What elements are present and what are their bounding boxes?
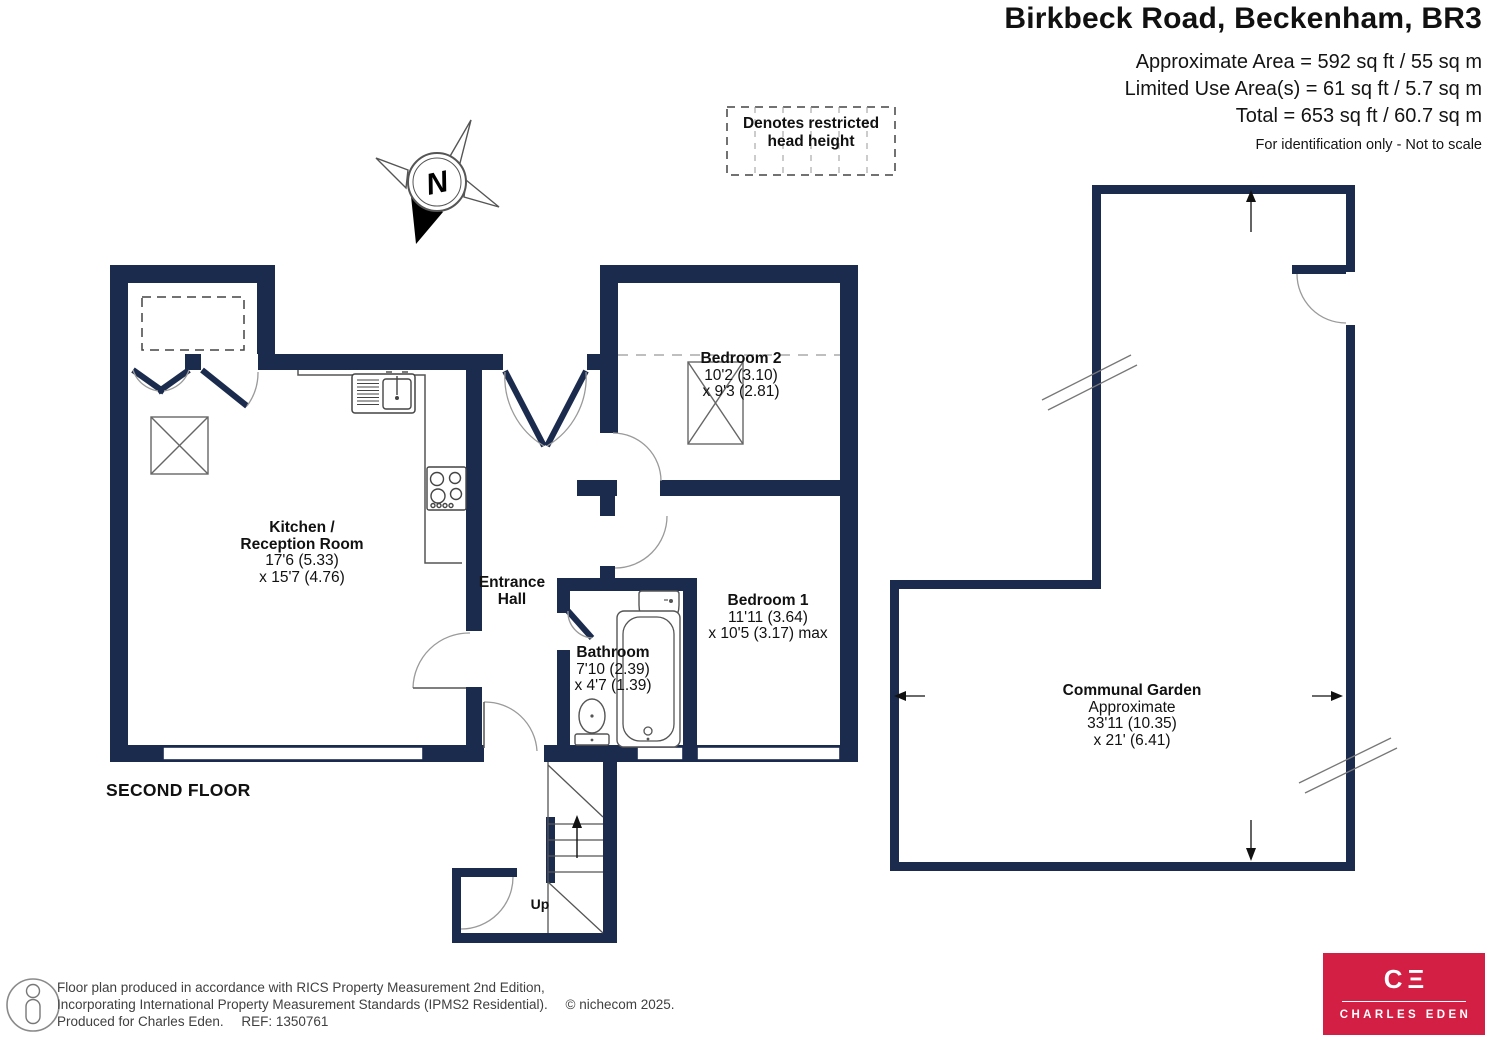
garden-break-lines [1041, 354, 1398, 794]
logo-name: CHARLES EDEN [1339, 1009, 1472, 1021]
logo-mark: CΞ [1383, 964, 1430, 994]
room-label-bathroom: Bathroom 7'10 (2.39) x 4'7 (1.39) [574, 644, 652, 695]
garden [890, 185, 1398, 871]
door-leaf-lines [413, 687, 485, 748]
stairs [452, 762, 617, 943]
footer-copyright: © nichecom 2025. [565, 997, 675, 1012]
compass-rose: N [375, 119, 500, 244]
room-name: Bedroom 1 [727, 592, 809, 609]
bathroom-fixtures [574, 590, 681, 748]
room-label-entrance-hall: Entrance Hall [478, 574, 546, 608]
windows [162, 743, 841, 764]
stairs-up-label: Up [530, 896, 550, 912]
limited-use-area: Limited Use Area(s) = 61 sq ft / 5.7 sq … [1124, 78, 1482, 100]
room-label-kitchen: Kitchen / Reception Room 17'6 (5.33) x 1… [240, 519, 364, 586]
stairs-up-arrow [572, 815, 582, 858]
room-dims: 7'10 (2.39) x 4'7 (1.39) [574, 660, 652, 694]
hall-door-gap [484, 743, 544, 764]
area-summary: Approximate Area = 592 sq ft / 55 sq m L… [1004, 49, 1482, 130]
room-dims: 17'6 (5.33) x 15'7 (4.76) [259, 552, 345, 586]
kitchen-counter [297, 370, 462, 564]
total-area: Total = 653 sq ft / 60.7 sq m [1235, 105, 1482, 127]
garden-name: Communal Garden [1062, 682, 1202, 699]
room-label-bedroom2: Bedroom 2 10'2 (3.10) x 9'3 (2.81) [700, 350, 782, 401]
floor-label: SECOND FLOOR [106, 780, 251, 800]
room-dims: 10'2 (3.10) x 9'3 (2.81) [702, 366, 780, 400]
charles-eden-logo: CΞ CHARLES EDEN [1323, 953, 1485, 1035]
garden-dims: Approximate 33'11 (10.35) x 21' (6.41) [1087, 698, 1177, 749]
garden-dimension-arrows [894, 190, 1343, 861]
room-name: Kitchen / Reception Room [240, 519, 364, 553]
room-dims: 11'11 (3.64) x 10'5 (3.17) max [708, 608, 828, 642]
legend-label: Denotes restricted head height [742, 115, 880, 150]
flat-walls [110, 265, 858, 762]
doors [131, 367, 668, 930]
garden-gate-arc [1296, 273, 1347, 324]
door-leaves [131, 367, 595, 640]
garden-walls [890, 185, 1355, 871]
footer-line3: Produced for Charles Eden. REF: 1350761 [57, 1013, 675, 1030]
room-name: Bedroom 2 [700, 350, 782, 367]
footer-line1: Floor plan produced in accordance with R… [57, 980, 545, 995]
toilet-icon [574, 698, 610, 746]
approximate-area: Approximate Area = 592 sq ft / 55 sq m [1135, 51, 1482, 73]
kitchen-crossed-box [150, 416, 209, 475]
footer-disclaimer: Floor plan produced in accordance with R… [57, 979, 675, 1030]
legend-box [726, 106, 896, 176]
footer-standards: Incorporating International Property Mea… [57, 997, 548, 1012]
door-arcs [132, 369, 668, 930]
bedroom2-fixtures [618, 354, 840, 445]
footer-ref: REF: 1350761 [241, 1014, 329, 1029]
footer-produced-for: Produced for Charles Eden. [57, 1014, 224, 1029]
room-label-bedroom1: Bedroom 1 11'11 (3.64) x 10'5 (3.17) max [708, 592, 828, 643]
restricted-head-height-area [141, 296, 245, 351]
garden-label: Communal Garden Approximate 33'11 (10.35… [1062, 682, 1202, 749]
room-name: Bathroom [576, 644, 650, 661]
header: Birkbeck Road, Beckenham, BR3 Approximat… [1004, 2, 1482, 153]
person-icon [6, 978, 60, 1032]
kitchen-sink-icon [351, 371, 416, 414]
room-name: Entrance Hall [478, 574, 546, 608]
bedroom2-crossed-box [687, 361, 744, 445]
logo-divider [1342, 1001, 1466, 1002]
bathtub-icon [616, 610, 681, 748]
kitchen-fixtures [141, 296, 467, 564]
page-title: Birkbeck Road, Beckenham, BR3 [1004, 2, 1482, 35]
footer-line2: Incorporating International Property Mea… [57, 996, 675, 1013]
scale-disclaimer: For identification only - Not to scale [1255, 137, 1482, 153]
hob-icon [426, 466, 467, 511]
